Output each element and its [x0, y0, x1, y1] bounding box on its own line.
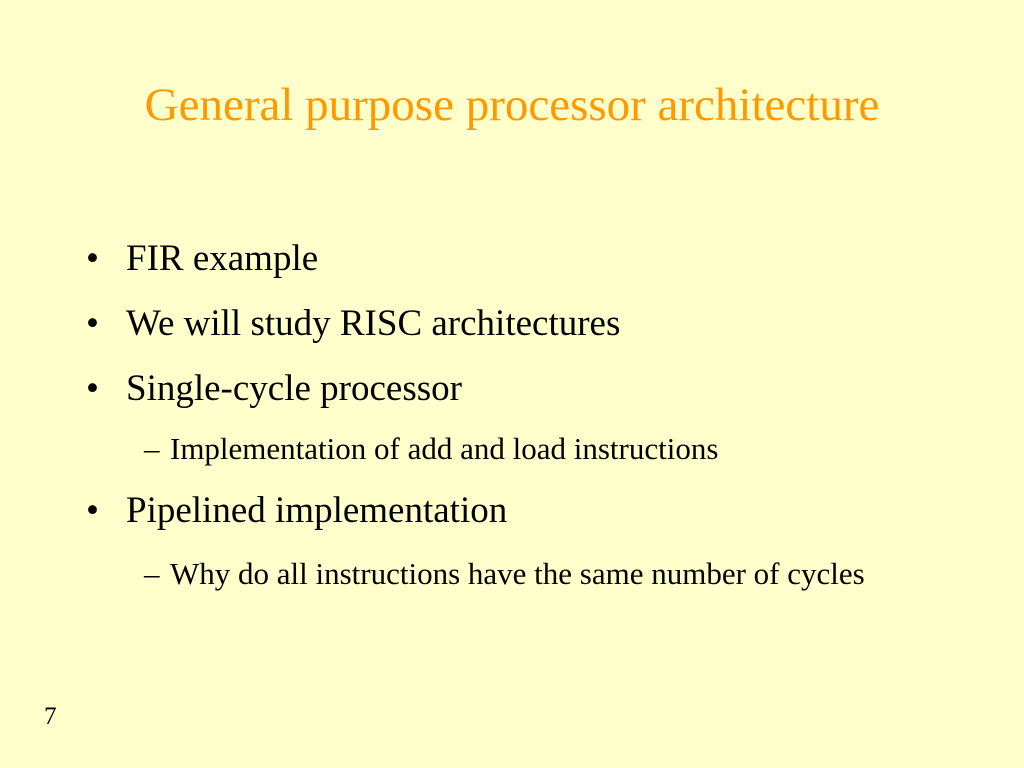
sub-bullet-marker: –: [144, 431, 160, 466]
sub-bullet-text: Why do all instructions have the same nu…: [170, 556, 865, 591]
bullet-text: Single-cycle processor: [126, 368, 462, 409]
sub-bullet-marker: –: [144, 556, 160, 591]
slide-number: 7: [44, 703, 57, 730]
bullet-marker: •: [86, 238, 99, 279]
bullet-text: Pipelined implementation: [126, 490, 508, 531]
bullet-text: We will study RISC architectures: [126, 303, 621, 344]
sub-bullet-text: Implementation of add and load instructi…: [170, 431, 719, 466]
bullet-marker: •: [86, 490, 99, 531]
bullet-marker: •: [86, 303, 99, 344]
slide-title: General purpose processor architecture: [144, 79, 880, 131]
bullet-marker: •: [86, 368, 99, 409]
bullet-text: FIR example: [126, 238, 319, 279]
